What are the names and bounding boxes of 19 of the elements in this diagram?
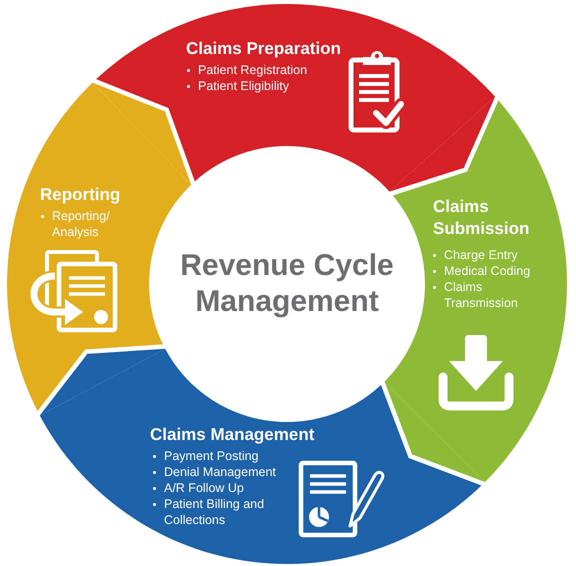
list-item: Denial Management	[150, 464, 290, 480]
segment-heading: Claims Submission	[433, 196, 530, 240]
arrow	[384, 382, 485, 482]
list-item: Payment Posting	[150, 448, 290, 464]
center-title: Revenue Cycle Management	[179, 248, 395, 320]
segment-heading: Claims Management	[150, 424, 316, 446]
list-item: Patient Billing and Collections	[150, 496, 290, 528]
list-item: Claims Transmission	[430, 279, 546, 311]
list-item: A/R Follow Up	[150, 480, 290, 496]
arrow	[390, 96, 496, 192]
list-item: Patient Registration	[184, 62, 344, 78]
segment-heading: Claims Preparation	[186, 38, 342, 60]
list-item: Medical Coding	[430, 263, 546, 279]
list-item: Charge Entry	[430, 247, 546, 263]
list-item: Reporting/ Analysis	[38, 208, 128, 240]
arrow	[40, 348, 166, 416]
segment-heading: Reporting	[40, 184, 122, 206]
list-item: Patient Eligibility	[184, 78, 344, 94]
arrow	[92, 82, 192, 185]
